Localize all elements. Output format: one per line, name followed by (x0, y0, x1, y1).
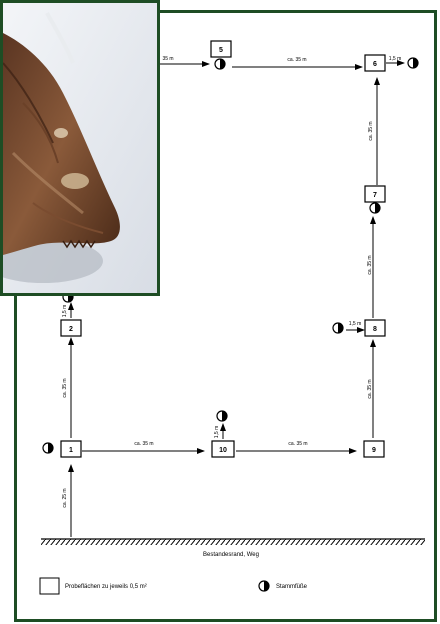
moth-photo (0, 0, 160, 296)
plot-1: 1 (61, 441, 81, 457)
plot-2-label: 2 (69, 326, 73, 333)
plot-9-label: 9 (372, 447, 376, 454)
distance-label-2-trunk: 1,5 m (62, 305, 68, 318)
legend-plot-symbol (40, 578, 59, 594)
legend-trunk-text: Stammfüße (276, 584, 308, 590)
plot-7: 7 (365, 186, 385, 202)
distance-label-6-trunk: 1,5 m (389, 56, 402, 62)
plot-10-label: 10 (219, 447, 227, 454)
distance-label-10-trunk: 1,5 m (214, 426, 220, 439)
plot-9: 9 (364, 441, 384, 457)
plot-8-label: 8 (373, 326, 377, 333)
trunk-icon (217, 411, 227, 421)
distance-label-7-6: ca. 35 m (368, 121, 374, 140)
distance-label-1-10: ca. 35 m (134, 441, 153, 447)
legend-plot-text: Probeflächen zu jeweils 0,5 m² (65, 584, 147, 590)
plot-7-label: 7 (373, 192, 377, 199)
legend-trunk-icon (259, 581, 269, 591)
trunk-icon (370, 203, 380, 213)
plot-1-label: 1 (69, 447, 73, 454)
distance-label-5-6: ca. 35 m (287, 57, 306, 63)
stand-edge (41, 539, 425, 545)
distance-label-8-trunk: 1,5 m (349, 321, 362, 327)
plot-10: 10 (212, 441, 234, 457)
plot-2: 2 (61, 320, 81, 336)
plot-5-label: 5 (219, 47, 223, 54)
distance-label-10-9: ca. 35 m (288, 441, 307, 447)
plot-6: 6 (365, 55, 385, 71)
distance-label-9-8: ca. 35 m (367, 379, 373, 398)
trunk-icon (215, 59, 225, 69)
distance-label-8-7: ca. 35 m (367, 255, 373, 274)
legend: Probeflächen zu jeweils 0,5 m² Stammfüße (40, 578, 308, 594)
trunk-icon (43, 443, 53, 453)
distance-label-edge-1: ca. 25 m (62, 488, 68, 507)
distance-label-1-2: ca. 35 m (62, 378, 68, 397)
plot-6-label: 6 (373, 61, 377, 68)
trunk-icon (408, 58, 418, 68)
stand-edge-label: Bestandesrand, Weg (203, 552, 259, 558)
plot-5: 5 (211, 41, 231, 57)
plot-8: 8 (365, 320, 385, 336)
trunk-icon (333, 323, 343, 333)
distance-label-top-5: 35 m (162, 56, 173, 62)
